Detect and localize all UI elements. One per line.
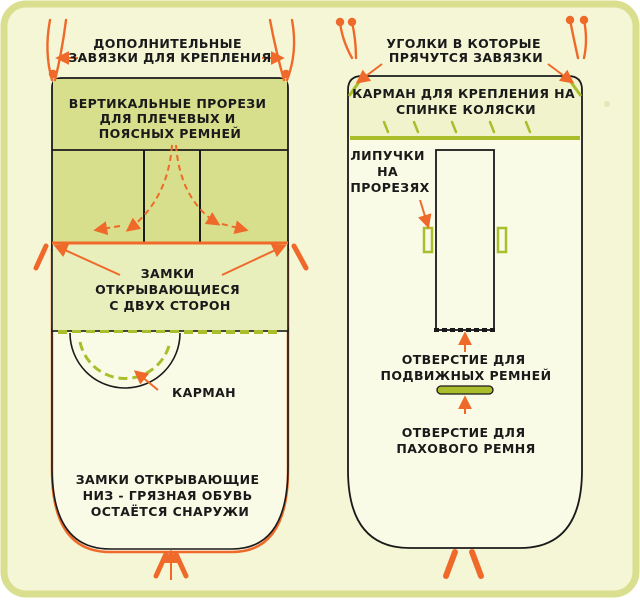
left-pocket-label: КАРМАН xyxy=(172,385,236,400)
right-pleats xyxy=(382,120,532,134)
left-pocket-stitch xyxy=(78,341,172,380)
right-ties-top-right xyxy=(565,15,589,60)
arrow-slots-right xyxy=(175,144,221,226)
left-pocket xyxy=(69,332,181,389)
left-ties-label: ДОПОЛНИТЕЛЬНЫЕ ЗАВЯЗКИ ДЛЯ КРЕПЛЕНИЯ xyxy=(68,36,271,65)
arrow-zipper-left xyxy=(53,244,121,276)
right-velcro-right xyxy=(496,226,508,254)
right-bottom-pulls xyxy=(443,549,484,579)
right-pocket-band xyxy=(349,77,581,137)
left-lower-outline xyxy=(51,327,289,550)
right-panel: УГОЛКИ В КОТОРЫЕ ПРЯЧУТСЯ ЗАВЯЗКИ КАРМАН… xyxy=(335,15,610,579)
left-slots-label: ВЕРТИКАЛЬНЫЕ ПРОРЕЗИ ДЛЯ ПЛЕЧЕВЫХ И ПОЯС… xyxy=(69,96,271,141)
right-crotch-hole-label: ОТВЕРСТИЕ ДЛЯ ПАХОВОГО РЕМНЯ xyxy=(396,425,535,456)
arrow-corner-left xyxy=(355,63,383,84)
right-straps-hole-label: ОТВЕРСТИЕ ДЛЯ ПОДВИЖНЫХ РЕМНЕЙ xyxy=(381,352,552,383)
left-zipper-band xyxy=(51,242,289,332)
left-zipper-pull-left xyxy=(33,243,49,271)
left-zippers-label: ЗАМКИ ОТКРЫВАЮЩИЕСЯ С ДВУХ СТОРОН xyxy=(95,266,245,313)
left-top-band xyxy=(53,79,287,149)
arrow-slots-left xyxy=(125,144,173,232)
right-ties-top-left xyxy=(335,17,358,60)
arrow-corner-right xyxy=(547,63,575,84)
right-strap-channel xyxy=(435,149,495,331)
right-dot xyxy=(604,101,610,107)
arrow-zipper-right xyxy=(221,244,287,276)
arrow-slots-right-out xyxy=(221,220,249,235)
right-velcro-label: ЛИПУЧКИ НА ПРОРЕЗЯХ xyxy=(350,148,429,195)
right-pocket-label: КАРМАН ДЛЯ КРЕПЛЕНИЯ НА СПИНКЕ КОЛЯСКИ xyxy=(352,86,580,117)
left-zipper-pull-right xyxy=(291,243,309,271)
right-crotch-hole xyxy=(436,385,494,395)
arrow-velcro xyxy=(418,199,432,229)
arrow-slots-left-out xyxy=(93,221,121,236)
left-bottom-label: ЗАМКИ ОТКРЫВАЮЩИЕ НИЗ - ГРЯЗНАЯ ОБУВЬ ОС… xyxy=(76,472,265,519)
left-panel: ДОПОЛНИТЕЛЬНЫЕ ЗАВЯЗКИ ДЛЯ КРЕПЛЕНИЯ ВЕР… xyxy=(33,18,309,580)
right-corners-label: УГОЛКИ В КОТОРЫЕ ПРЯЧУТСЯ ЗАВЯЗКИ xyxy=(386,36,545,65)
arrow-pocket xyxy=(133,370,159,391)
